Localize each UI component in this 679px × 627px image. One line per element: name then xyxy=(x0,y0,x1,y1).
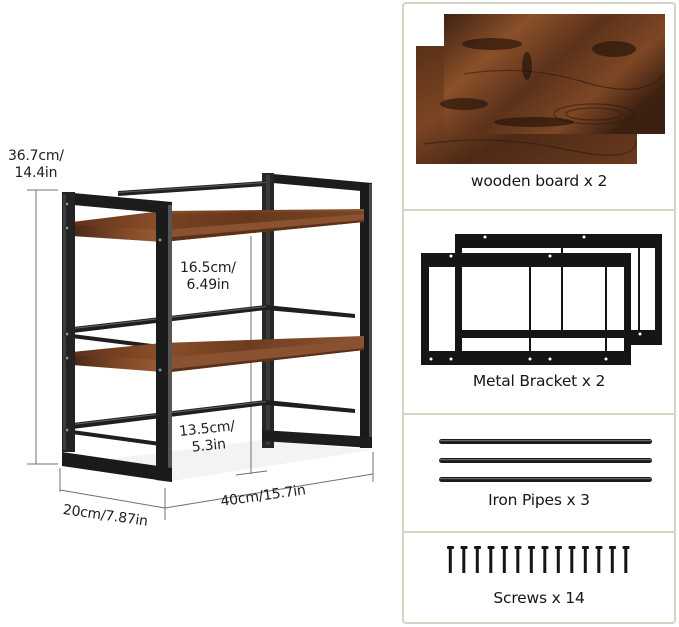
parts-list-panel: wooden board x 2 xyxy=(402,2,676,624)
metal-bracket-icon xyxy=(421,234,662,365)
shelf-rack-drawing xyxy=(27,173,374,520)
total-height-label: 36.7cm/ 14.4in xyxy=(8,148,64,182)
part-metal-bracket: Metal Bracket x 2 xyxy=(404,211,674,415)
lower-gap-label: 13.5cm/ 5.3in xyxy=(178,418,237,458)
part-screws: Screws x 14 xyxy=(404,533,674,624)
iron-pipe-icon xyxy=(439,439,652,482)
part-iron-pipes: Iron Pipes x 3 xyxy=(404,415,674,533)
front-frame xyxy=(62,192,172,482)
upper-shelf xyxy=(72,209,364,242)
total-height-cm: 36.7cm/ xyxy=(8,148,64,164)
total-height-in: 14.4in xyxy=(14,165,58,181)
part-label-wooden-board: wooden board x 2 xyxy=(470,172,608,190)
upper-gap-in: 6.49in xyxy=(186,277,230,293)
wooden-board-icon xyxy=(416,14,665,164)
part-label-metal-bracket: Metal Bracket x 2 xyxy=(472,372,606,390)
part-label-screws: Screws x 14 xyxy=(493,589,585,607)
part-wooden-board: wooden board x 2 xyxy=(404,4,674,211)
part-label-iron-pipes: Iron Pipes x 3 xyxy=(488,491,590,509)
upper-gap-label: 16.5cm/ 6.49in xyxy=(180,260,236,294)
screw-icon xyxy=(447,546,630,573)
product-illustration: 36.7cm/ 14.4in 16.5cm/ 6.49in 13.5cm/ 5.… xyxy=(8,148,374,530)
lower-shelf xyxy=(72,336,364,373)
upper-gap-cm: 16.5cm/ xyxy=(180,260,236,276)
